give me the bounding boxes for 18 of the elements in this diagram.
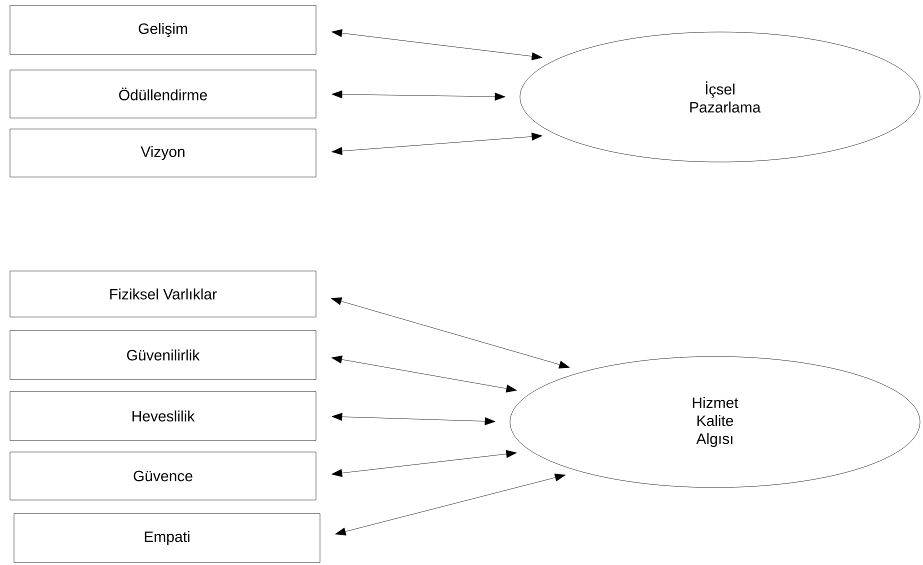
text-box: Gelişim <box>10 5 316 55</box>
arrow <box>331 450 517 477</box>
text-box: Fiziksel Varlıklar <box>10 270 316 318</box>
text-box: Empati <box>14 513 320 563</box>
arrow <box>335 474 566 536</box>
text-box: Heveslilik <box>10 391 316 441</box>
arrow <box>332 90 506 101</box>
arrow <box>332 412 496 426</box>
ellipse-node: Hizmet Kalite Algısı <box>510 356 920 488</box>
text-box: Güvenilirlik <box>10 330 316 380</box>
text-box: Ödüllendirme <box>10 70 316 118</box>
text-box: Güvence <box>10 452 316 500</box>
arrow <box>332 132 542 155</box>
arrow <box>331 356 517 392</box>
ellipse-node: İçsel Pazarlama <box>520 32 920 162</box>
text-box: Vizyon <box>10 128 316 178</box>
arrow <box>331 29 542 60</box>
arrow <box>330 297 570 368</box>
